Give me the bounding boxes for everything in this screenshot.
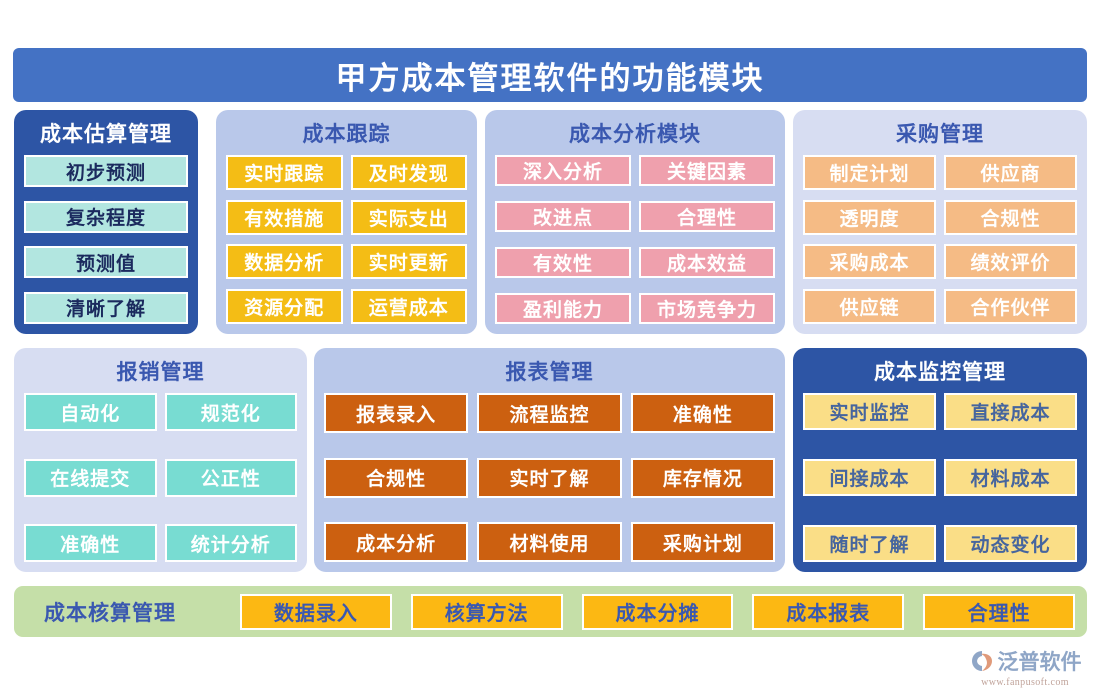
panel-track: 成本跟踪实时跟踪及时发现有效措施实际支出数据分析实时更新资源分配运营成本 <box>216 110 477 334</box>
panel-title: 报销管理 <box>116 360 205 384</box>
accounting-chip[interactable]: 合理性 <box>923 593 1075 630</box>
feature-chip[interactable]: 清晰了解 <box>24 291 188 324</box>
feature-chip[interactable]: 市场竞争力 <box>639 293 775 324</box>
logo-row: 泛普软件 <box>969 646 1082 676</box>
feature-chip[interactable]: 统计分析 <box>164 524 297 562</box>
feature-chip[interactable]: 间接成本 <box>803 459 936 496</box>
feature-chip[interactable]: 准确性 <box>24 524 157 562</box>
feature-chip[interactable]: 盈利能力 <box>495 293 631 324</box>
feature-chip[interactable]: 自动化 <box>24 393 157 431</box>
feature-chip[interactable]: 供应商 <box>944 155 1077 190</box>
panel-estimate: 成本估算管理初步预测复杂程度预测值清晰了解 <box>14 110 198 334</box>
feature-chip[interactable]: 合规性 <box>944 199 1077 235</box>
feature-chip[interactable]: 初步预测 <box>24 155 188 187</box>
feature-chip[interactable]: 预测值 <box>24 246 188 279</box>
feature-chip[interactable]: 数据分析 <box>226 244 343 280</box>
feature-chip[interactable]: 实际支出 <box>350 199 467 235</box>
page-title-banner: 甲方成本管理软件的功能模块 <box>13 48 1087 102</box>
feature-chip[interactable]: 材料成本 <box>944 459 1077 496</box>
feature-chip[interactable]: 动态变化 <box>944 525 1077 562</box>
feature-chip[interactable]: 供应链 <box>803 288 936 324</box>
accounting-chip[interactable]: 数据录入 <box>240 593 392 630</box>
panel-items: 制定计划供应商透明度合规性采购成本绩效评价供应链合作伙伴 <box>803 155 1077 324</box>
feature-chip[interactable]: 采购成本 <box>803 244 936 280</box>
panel-title: 报表管理 <box>505 360 594 384</box>
feature-chip[interactable]: 公正性 <box>164 458 297 497</box>
feature-chip[interactable]: 报表录入 <box>324 393 469 433</box>
feature-chip[interactable]: 成本效益 <box>639 247 775 278</box>
feature-chip[interactable]: 实时更新 <box>350 244 467 280</box>
feature-chip[interactable]: 实时监控 <box>803 393 936 430</box>
panel-title: 成本跟踪 <box>302 122 391 146</box>
panel-reimburse: 报销管理自动化规范化在线提交公正性准确性统计分析 <box>14 348 307 572</box>
panel-items: 实时监控直接成本间接成本材料成本随时了解动态变化 <box>803 393 1077 562</box>
feature-chip[interactable]: 运营成本 <box>350 288 467 324</box>
feature-chip[interactable]: 透明度 <box>803 199 936 235</box>
logo-url: www.fanpusoft.com <box>981 677 1069 688</box>
panel-title: 成本分析模块 <box>569 122 701 146</box>
feature-chip[interactable]: 库存情况 <box>630 457 775 498</box>
feature-chip[interactable]: 实时跟踪 <box>226 155 343 190</box>
feature-chip[interactable]: 流程监控 <box>477 393 622 433</box>
feature-chip[interactable]: 在线提交 <box>24 458 157 497</box>
feature-chip[interactable]: 合理性 <box>639 201 775 232</box>
cost-accounting-chips: 数据录入核算方法成本分摊成本报表合理性 <box>240 593 1075 630</box>
panel-purchase: 采购管理制定计划供应商透明度合规性采购成本绩效评价供应链合作伙伴 <box>793 110 1087 334</box>
feature-chip[interactable]: 关键因素 <box>639 155 775 186</box>
cost-accounting-label: 成本核算管理 <box>44 600 176 625</box>
panel-items: 自动化规范化在线提交公正性准确性统计分析 <box>24 393 297 562</box>
fanpu-swoosh-icon <box>969 648 995 674</box>
accounting-chip[interactable]: 核算方法 <box>410 593 563 630</box>
panel-items: 初步预测复杂程度预测值清晰了解 <box>24 155 188 324</box>
panel-items: 实时跟踪及时发现有效措施实际支出数据分析实时更新资源分配运营成本 <box>226 155 467 324</box>
panel-title: 采购管理 <box>896 122 984 146</box>
accounting-chip[interactable]: 成本报表 <box>752 593 905 630</box>
panel-report: 报表管理报表录入流程监控准确性合规性实时了解库存情况成本分析材料使用采购计划 <box>314 348 785 572</box>
feature-chip[interactable]: 有效性 <box>495 247 631 278</box>
feature-chip[interactable]: 制定计划 <box>803 155 936 190</box>
feature-chip[interactable]: 复杂程度 <box>24 200 188 233</box>
feature-chip[interactable]: 规范化 <box>164 393 297 431</box>
feature-chip[interactable]: 合作伙伴 <box>944 288 1077 324</box>
feature-chip[interactable]: 成本分析 <box>324 522 469 562</box>
feature-chip[interactable]: 及时发现 <box>350 155 467 190</box>
feature-chip[interactable]: 直接成本 <box>944 393 1077 430</box>
feature-chip[interactable]: 实时了解 <box>477 457 622 498</box>
feature-chip[interactable]: 材料使用 <box>477 522 622 562</box>
feature-chip[interactable]: 资源分配 <box>226 288 343 324</box>
logo-text: 泛普软件 <box>997 650 1082 674</box>
panel-analysis: 成本分析模块深入分析关键因素改进点合理性有效性成本效益盈利能力市场竞争力 <box>485 110 785 334</box>
panel-title: 成本估算管理 <box>40 122 172 146</box>
feature-chip[interactable]: 深入分析 <box>495 155 631 186</box>
panel-title: 成本监控管理 <box>874 360 1006 384</box>
feature-chip[interactable]: 有效措施 <box>226 199 343 235</box>
feature-chip[interactable]: 合规性 <box>324 457 469 498</box>
page-title: 甲方成本管理软件的功能模块 <box>335 60 765 96</box>
panel-items: 报表录入流程监控准确性合规性实时了解库存情况成本分析材料使用采购计划 <box>324 393 775 562</box>
brand-logo: 泛普软件 www.fanpusoft.com <box>962 646 1088 692</box>
panel-monitor: 成本监控管理实时监控直接成本间接成本材料成本随时了解动态变化 <box>793 348 1087 572</box>
feature-chip[interactable]: 随时了解 <box>803 525 936 562</box>
cost-accounting-bar: 成本核算管理 数据录入核算方法成本分摊成本报表合理性 <box>14 586 1087 637</box>
feature-chip[interactable]: 改进点 <box>495 201 631 232</box>
feature-chip[interactable]: 绩效评价 <box>944 244 1077 280</box>
accounting-chip[interactable]: 成本分摊 <box>581 593 734 630</box>
feature-chip[interactable]: 采购计划 <box>630 522 775 562</box>
feature-chip[interactable]: 准确性 <box>630 393 775 433</box>
panel-items: 深入分析关键因素改进点合理性有效性成本效益盈利能力市场竞争力 <box>495 155 775 324</box>
